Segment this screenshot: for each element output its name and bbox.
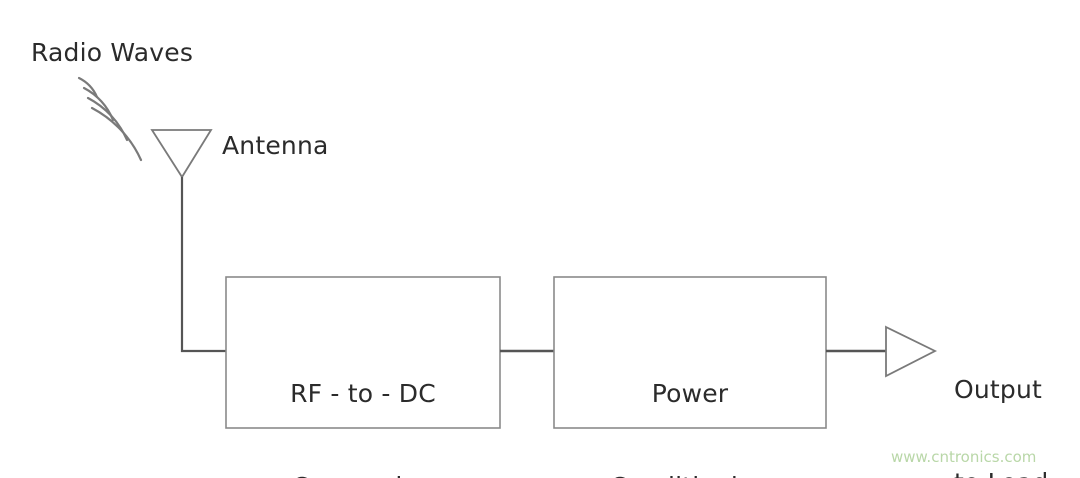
site-watermark: www.cntronics.com: [891, 448, 1037, 466]
output-to-load-label: Output to Load: [954, 312, 1048, 478]
block-rf-to-dc-line2: Conversion: [226, 471, 500, 478]
block-rf-to-dc-line1: RF - to - DC: [290, 379, 436, 408]
antenna-feed-line: [180, 177, 226, 353]
output-label-line2: to Load: [954, 467, 1048, 478]
radio-waves-label: Radio Waves: [31, 38, 194, 67]
radio-wave-arcs: [77, 76, 143, 162]
output-label-line1: Output: [954, 375, 1043, 404]
output-triangle-icon: [885, 325, 938, 378]
block-power-conditioning-label: Power Conditioning: [554, 316, 826, 478]
block-power-conditioning-line2: Conditioning: [554, 471, 826, 478]
antenna-label: Antenna: [222, 131, 329, 160]
block-power-conditioning-line1: Power: [651, 379, 729, 408]
block-power-conditioning: [553, 276, 827, 429]
block-rf-to-dc-label: RF - to - DC Conversion: [226, 316, 500, 478]
wave-arc-4: [90, 106, 143, 162]
block-rf-to-dc: [225, 276, 501, 429]
antenna-triangle-icon: [150, 129, 213, 179]
